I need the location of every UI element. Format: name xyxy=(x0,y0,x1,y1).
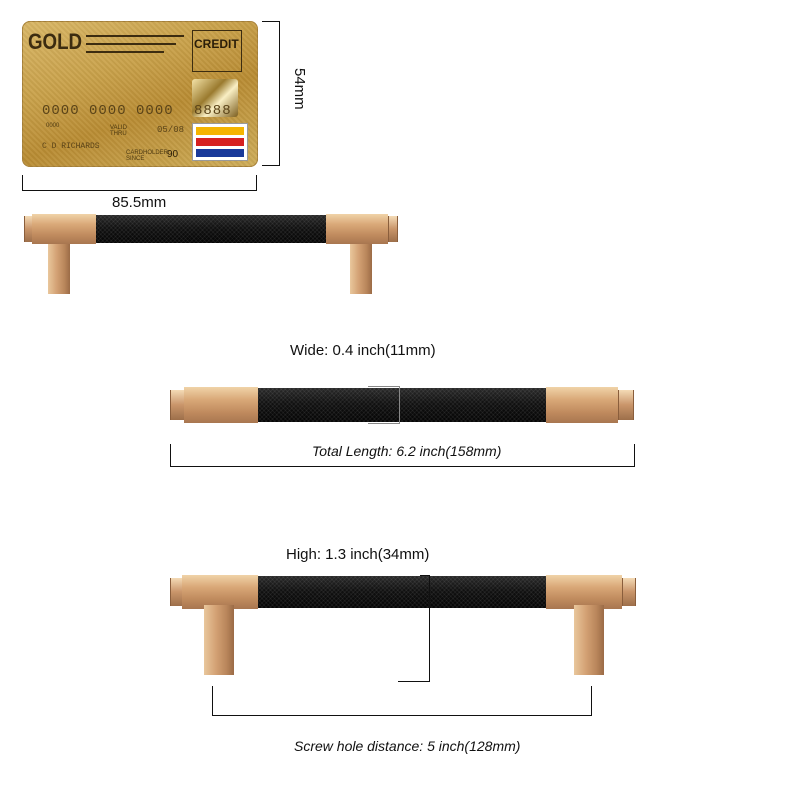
card-number: 0000 0000 0000 xyxy=(42,103,174,119)
width-tick-right xyxy=(256,175,257,191)
card-deco-line xyxy=(86,43,176,45)
valid-thru-label: VALID THRU xyxy=(110,125,127,137)
top-view-handle xyxy=(170,387,634,423)
card-height-label: 54mm xyxy=(291,68,308,110)
card-number-hologram: 8888 xyxy=(194,103,232,119)
card-deco-line xyxy=(86,35,184,37)
card-flag-icon xyxy=(192,123,248,161)
small-handle-post-left xyxy=(48,244,70,294)
credit-card-reference: GOLD CREDIT 0000 0000 0000 8888 0000 VAL… xyxy=(22,21,258,167)
length-dimension-line xyxy=(170,466,635,467)
height-tick-top xyxy=(262,21,280,22)
wide-tick-top xyxy=(368,386,400,387)
side-handle-post-right xyxy=(574,605,604,675)
valid-thru-value: 05/08 xyxy=(157,125,185,135)
total-length-label: Total Length: 6.2 inch(158mm) xyxy=(312,443,502,459)
high-label: High: 1.3 inch(34mm) xyxy=(286,546,430,563)
holder-since-value: 90 xyxy=(167,149,179,160)
card-deco-line xyxy=(86,51,164,53)
card-small-code: 0000 xyxy=(46,123,60,129)
credit-box xyxy=(192,30,242,72)
hologram-icon xyxy=(192,79,238,117)
side-handle-post-left xyxy=(204,605,234,675)
screw-tick-left xyxy=(212,686,213,716)
width-tick-left xyxy=(22,175,23,191)
screw-tick-right xyxy=(591,686,592,716)
wide-label: Wide: 0.4 inch(11mm) xyxy=(290,342,436,359)
high-dimension-line xyxy=(429,575,430,682)
screw-dimension-line xyxy=(212,715,592,716)
screw-hole-label: Screw hole distance: 5 inch(128mm) xyxy=(294,738,521,754)
side-view-handle xyxy=(170,575,636,609)
length-tick-left xyxy=(170,444,171,466)
card-holder-name: C D RICHARDS xyxy=(42,142,100,151)
small-handle-post-right xyxy=(350,244,372,294)
wide-dimension-line xyxy=(399,386,400,424)
small-handle xyxy=(24,214,398,244)
length-tick-right xyxy=(634,444,635,466)
high-tick-top xyxy=(420,575,430,576)
height-tick-bottom xyxy=(262,165,280,166)
high-tick-bottom xyxy=(398,681,430,682)
height-dimension-line xyxy=(279,21,280,166)
wide-tick-bottom xyxy=(368,423,400,424)
width-dimension-line xyxy=(22,190,257,191)
holder-since-label: CARDHOLDER SINCE xyxy=(126,150,169,162)
card-brand: GOLD xyxy=(28,29,83,54)
card-type-label: CREDIT xyxy=(194,37,239,51)
card-width-label: 85.5mm xyxy=(112,194,167,211)
